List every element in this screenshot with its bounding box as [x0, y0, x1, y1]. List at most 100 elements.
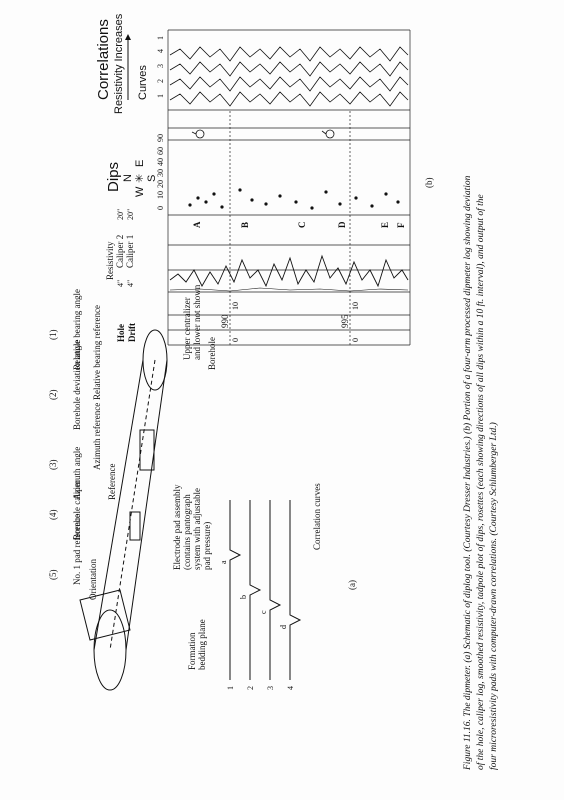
- svg-text:system with adjustable: system with adjustable: [192, 488, 202, 570]
- svg-text:60: 60: [156, 147, 165, 155]
- svg-text:0: 0: [231, 338, 240, 342]
- tadpole-plot: [188, 188, 400, 210]
- hole-label: Hole: [116, 324, 126, 342]
- svg-text:Reference: Reference: [107, 464, 117, 500]
- svg-text:Azimuth reference: Azimuth reference: [92, 403, 102, 470]
- svg-text:Upper centralizer: Upper centralizer: [182, 297, 192, 360]
- svg-text:0: 0: [156, 206, 165, 210]
- caliper2-label: Caliper 2: [115, 235, 125, 268]
- svg-text:b: b: [239, 595, 248, 599]
- svg-text:A: A: [192, 221, 202, 228]
- svg-text:c: c: [259, 610, 268, 614]
- svg-text:(5): (5): [48, 570, 58, 581]
- resistivity-increases: Resistivity Increases: [113, 13, 125, 114]
- svg-text:30: 30: [156, 169, 165, 177]
- diplog-schematic: (1) (2) (3) (4) (5): [48, 284, 357, 691]
- svg-text:D: D: [337, 221, 347, 228]
- svg-text:4: 4: [156, 49, 165, 53]
- depth-995: 995: [340, 314, 350, 328]
- compass-w: W: [134, 186, 146, 197]
- svg-text:2: 2: [246, 686, 255, 690]
- caliper-curve: [169, 287, 409, 292]
- schematic-labels: Relative bearing angle Borehole deviatio…: [72, 284, 322, 670]
- svg-text:20: 20: [156, 180, 165, 188]
- svg-text:bedding plane: bedding plane: [197, 619, 207, 670]
- schematic-correlation-curves: [229, 500, 302, 680]
- svg-text:Relative bearing reference: Relative bearing reference: [92, 305, 102, 400]
- svg-text:2: 2: [156, 79, 165, 83]
- svg-text:40: 40: [156, 158, 165, 166]
- schematic-curve-numbers: 1 2 3 4 a b c d: [219, 560, 295, 690]
- dip-scale: 0 10 20 30 40 60 90: [156, 134, 165, 210]
- resistivity-label: Resistivity: [105, 241, 115, 280]
- svg-text:a: a: [219, 560, 228, 564]
- svg-text:Borehole caliper: Borehole caliper: [72, 480, 82, 540]
- dipmeter-log-panel: Hole Drift Resistivity Caliper 2 4" 20" …: [95, 13, 434, 346]
- svg-text:4: 4: [286, 686, 295, 690]
- svg-text:(3): (3): [48, 460, 58, 471]
- svg-text:four microresistivity pads wit: four microresistivity pads with computer…: [488, 422, 499, 770]
- svg-text:Figure 11.16. The dipmeter. (: Figure 11.16. The dipmeter. (a) Schemati…: [462, 175, 473, 771]
- svg-text:Correlation curves: Correlation curves: [312, 483, 322, 550]
- tool-body: [79, 429, 155, 641]
- svg-text:Borehole: Borehole: [207, 337, 217, 370]
- svg-text:(1): (1): [48, 330, 58, 341]
- caliper1-lo: 4": [126, 280, 135, 287]
- svg-text:d: d: [279, 625, 288, 629]
- step-numbers: (1) (2) (3) (4) (5): [48, 330, 58, 581]
- svg-text:(2): (2): [48, 390, 58, 401]
- increase-arrowhead-icon: [125, 34, 131, 40]
- svg-text:and lower not shown: and lower not shown: [192, 284, 202, 360]
- svg-text:1: 1: [156, 36, 165, 40]
- borehole-cylinder: [93, 329, 168, 691]
- depth-990: 990: [220, 314, 230, 328]
- svg-text:0: 0: [351, 338, 360, 342]
- compass-n: N: [122, 174, 134, 182]
- svg-text:Relative bearing angle: Relative bearing angle: [72, 289, 82, 370]
- svg-text:C: C: [297, 222, 307, 229]
- dips-title: Dips: [105, 162, 122, 192]
- caliper2-hi: 20": [116, 209, 125, 220]
- rosettes: [191, 129, 335, 139]
- svg-text:E: E: [380, 222, 390, 228]
- log-tracks: [167, 29, 411, 346]
- svg-text:Orientation: Orientation: [88, 559, 98, 600]
- svg-text:F: F: [396, 222, 406, 228]
- svg-text:10: 10: [351, 302, 360, 310]
- curves-label: Curves: [137, 65, 149, 100]
- caliper1-hi: 20": [126, 209, 135, 220]
- figure-caption: Figure 11.16. The dipmeter. (a) Schemati…: [462, 175, 499, 771]
- svg-text:1: 1: [156, 94, 165, 98]
- drift-label: Drift: [127, 323, 137, 342]
- svg-text:(contains pantograph: (contains pantograph: [182, 494, 192, 570]
- svg-text:pad pressure): pad pressure): [202, 522, 212, 570]
- dip-markers: A B C D E F: [192, 221, 406, 228]
- svg-text:10: 10: [156, 191, 165, 199]
- part-a-tag: (a): [347, 580, 357, 590]
- compass-e: E: [134, 160, 146, 167]
- svg-text:Borehole deviation angle: Borehole deviation angle: [72, 340, 82, 430]
- svg-text:No. 1 pad reference: No. 1 pad reference: [72, 514, 82, 585]
- svg-text:3: 3: [156, 64, 165, 68]
- compass-star-icon: ✳: [134, 174, 146, 183]
- resistivity-curve: [169, 254, 409, 288]
- svg-text:90: 90: [156, 134, 165, 142]
- caliper2-lo: 4": [116, 280, 125, 287]
- part-b-tag: (b): [424, 178, 434, 189]
- svg-text:Electrode pad assembly: Electrode pad assembly: [172, 484, 182, 570]
- correlations-title: Correlations: [95, 19, 112, 100]
- svg-text:Formation: Formation: [187, 632, 197, 670]
- svg-text:Azimuth angle: Azimuth angle: [72, 447, 82, 500]
- svg-text:(4): (4): [48, 510, 58, 521]
- curve-numbers: 1 2 3 4 1: [156, 36, 165, 98]
- svg-text:of the hole, caliper log, smoo: of the hole, caliper log, smoothed resis…: [475, 194, 486, 770]
- svg-text:3: 3: [266, 686, 275, 690]
- svg-text:10: 10: [231, 302, 240, 310]
- svg-text:1: 1: [226, 686, 235, 690]
- svg-text:B: B: [240, 222, 250, 228]
- correlation-wiggles: [169, 46, 409, 107]
- compass-s: S: [146, 175, 158, 182]
